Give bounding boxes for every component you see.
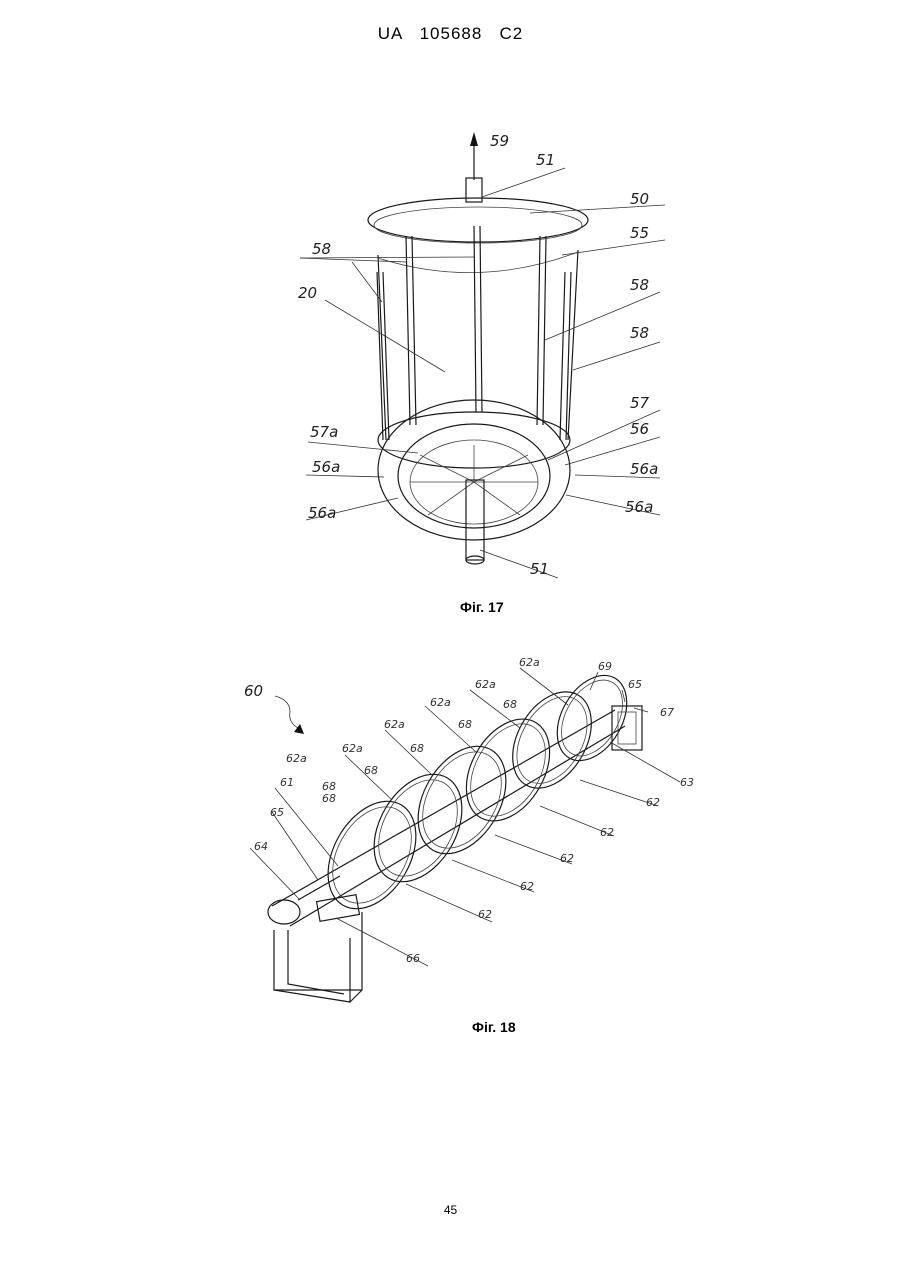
label-61: 61	[280, 776, 294, 789]
label-69: 69	[598, 660, 612, 673]
label-62-5: 62	[478, 908, 492, 921]
label-65-right: 65	[628, 678, 642, 691]
page-number: 45	[0, 1203, 901, 1217]
label-62-3: 62	[560, 852, 574, 865]
label-63: 63	[680, 776, 694, 789]
label-68-3: 68	[410, 742, 424, 755]
label-68-6: 68	[322, 792, 336, 805]
figure-18-caption: Фіг. 18	[472, 1019, 516, 1035]
label-64: 64	[254, 840, 268, 853]
label-62-4: 62	[520, 880, 534, 893]
label-67: 67	[660, 706, 674, 719]
label-68-1: 68	[503, 698, 517, 711]
label-62-1: 62	[646, 796, 660, 809]
label-62a-1: 62a	[519, 656, 540, 669]
label-68-4: 68	[364, 764, 378, 777]
label-62a-2: 62a	[475, 678, 496, 691]
label-62a-6: 62a	[286, 752, 307, 765]
label-62-2: 62	[600, 826, 614, 839]
label-68-2: 68	[458, 718, 472, 731]
label-65-left: 65	[270, 806, 284, 819]
label-62a-5: 62a	[342, 742, 363, 755]
label-62a-4: 62a	[384, 718, 405, 731]
label-66: 66	[406, 952, 420, 965]
label-60: 60	[244, 682, 263, 700]
figure-18-drawing: 60 62a 69 65 67 62a 68 62a 68 62a 68 62a…	[0, 0, 901, 1020]
label-62a-3: 62a	[430, 696, 451, 709]
